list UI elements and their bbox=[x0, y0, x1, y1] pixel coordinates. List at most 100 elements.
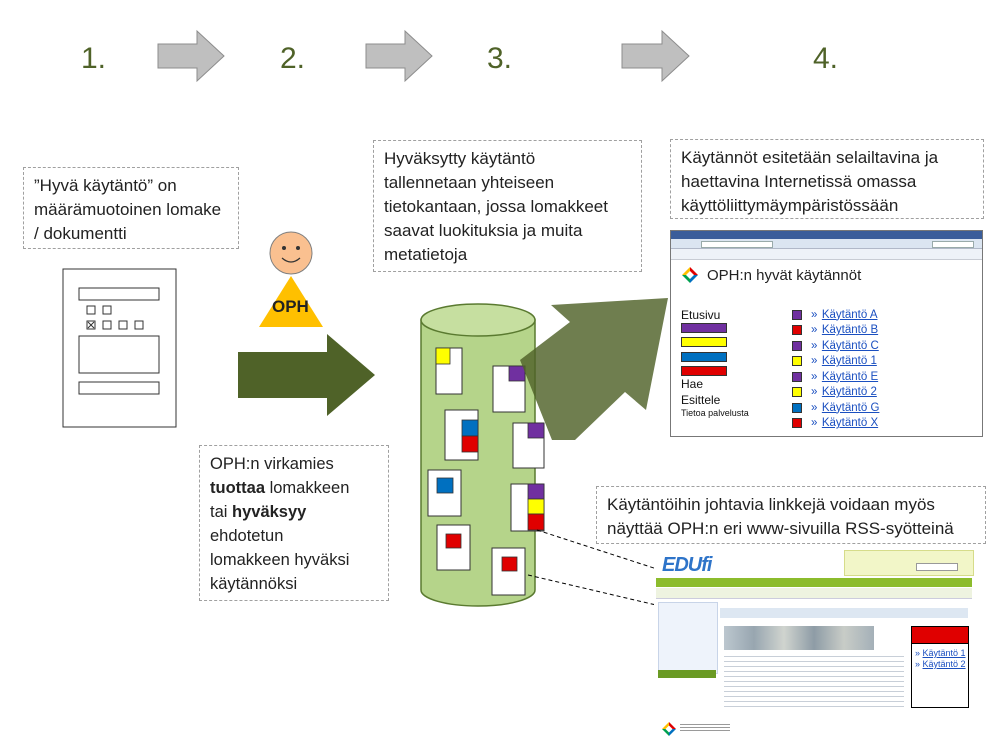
step-arrow-2 bbox=[365, 29, 433, 83]
practice-link-row[interactable]: » Käytäntö B bbox=[792, 323, 972, 339]
edu-nav-bar bbox=[656, 578, 972, 587]
callout-database: Hyväksytty käytäntö tallennetaan yhteise… bbox=[373, 140, 642, 272]
oph-person-label: OPH bbox=[272, 297, 309, 316]
officer-line-6: käytännöksi bbox=[210, 575, 298, 593]
callout-rss: Käytäntöihin johtavia linkkejä voidaan m… bbox=[596, 486, 986, 544]
menu-etusivu[interactable]: Etusivu bbox=[681, 308, 721, 322]
practice-link-row[interactable]: » Käytäntö C bbox=[792, 338, 972, 354]
officer-line-5: lomakkeen hyväksi bbox=[210, 551, 350, 569]
edu-content-lines bbox=[724, 656, 904, 711]
edu-sub-nav bbox=[656, 588, 972, 599]
step-arrow-3 bbox=[621, 29, 690, 83]
practice-link-row[interactable]: » Käytäntö G bbox=[792, 400, 972, 416]
officer-line-3: tai hyväksyy bbox=[210, 500, 378, 524]
officer-line-4: ehdotetun bbox=[210, 527, 284, 545]
practice-link-1[interactable]: Käytäntö 1 bbox=[821, 355, 877, 368]
edu-site: EDUfi » Käytäntö 1 » Käytäntö 2 bbox=[654, 546, 974, 738]
callout-database-text: Hyväksytty käytäntö tallennetaan yhteise… bbox=[384, 149, 608, 264]
link-arrow-icon: » bbox=[811, 417, 818, 430]
practice-link-b[interactable]: Käytäntö B bbox=[821, 324, 879, 337]
officer-word-approves: hyväksyy bbox=[232, 503, 307, 521]
rss-link-row[interactable]: » Käytäntö 2 bbox=[912, 659, 968, 670]
step-arrow-1 bbox=[157, 29, 225, 83]
practice-link-g[interactable]: Käytäntö G bbox=[821, 401, 880, 414]
rss-box: » Käytäntö 1 » Käytäntö 2 bbox=[911, 626, 969, 708]
practice-link-row[interactable]: » Käytäntö 1 bbox=[792, 354, 972, 370]
browser-toolbar bbox=[671, 249, 982, 260]
practice-link-list: » Käytäntö A » Käytäntö B » Käytäntö C »… bbox=[792, 307, 972, 431]
db-doc-1 bbox=[435, 347, 463, 395]
db-doc-4 bbox=[512, 422, 545, 469]
browser-titlebar bbox=[671, 231, 982, 239]
menu-bar-blue bbox=[681, 352, 727, 362]
menu-tietoa[interactable]: Tietoa palvelusta bbox=[681, 408, 749, 418]
practice-link-2[interactable]: Käytäntö 2 bbox=[821, 386, 877, 399]
rss-link-1[interactable]: Käytäntö 1 bbox=[922, 648, 966, 658]
link-arrow-icon: » bbox=[811, 355, 818, 368]
link-arrow-icon: » bbox=[811, 386, 818, 399]
oph-person-icon bbox=[259, 231, 323, 327]
edu-search-box[interactable] bbox=[916, 563, 958, 571]
link-color-marker bbox=[792, 325, 802, 336]
db-doc-5 bbox=[427, 469, 462, 517]
edu-content-header bbox=[720, 608, 968, 618]
rss-arrow-icon: » bbox=[915, 648, 921, 658]
site-logo-icon bbox=[682, 267, 698, 283]
menu-bar-yellow bbox=[681, 337, 727, 347]
link-color-marker bbox=[792, 402, 802, 413]
practice-link-e[interactable]: Käytäntö E bbox=[821, 370, 879, 383]
link-color-marker bbox=[792, 309, 802, 320]
practice-link-row[interactable]: » Käytäntö E bbox=[792, 369, 972, 385]
practice-link-row[interactable]: » Käytäntö 2 bbox=[792, 385, 972, 401]
edu-photo-strip bbox=[724, 626, 874, 650]
menu-bar-red bbox=[681, 366, 727, 376]
callout-officer: OPH:n virkamies tuottaa lomakkeen tai hy… bbox=[199, 445, 389, 601]
rss-link-row[interactable]: » Käytäntö 1 bbox=[912, 648, 968, 659]
link-arrow-icon: » bbox=[811, 370, 818, 383]
edu-sidebar-footer bbox=[658, 670, 716, 678]
callout-rss-text: Käytäntöihin johtavia linkkejä voidaan m… bbox=[607, 495, 954, 538]
practice-link-row[interactable]: » Käytäntö A bbox=[792, 307, 972, 323]
db-doc-3 bbox=[444, 409, 479, 461]
callout-browse-text: Käytännöt esitetään selailtavina ja haet… bbox=[681, 148, 939, 215]
step-1: 1. bbox=[81, 42, 107, 75]
menu-bar-purple bbox=[681, 323, 727, 333]
officer-word-form: lomakkeen bbox=[265, 479, 350, 497]
green-arrow-officer bbox=[238, 334, 375, 416]
edu-logo: EDUfi bbox=[662, 554, 712, 576]
rss-box-header bbox=[912, 627, 968, 644]
db-doc-7 bbox=[436, 524, 471, 571]
callout-form-text: ”Hyvä käytäntö” on määrämuotoinen lomake… bbox=[34, 176, 222, 243]
officer-word-or: tai bbox=[210, 503, 233, 521]
step-4: 4. bbox=[813, 42, 839, 75]
officer-line-2: tuottaa lomakkeen bbox=[210, 476, 378, 500]
rss-link-2[interactable]: Käytäntö 2 bbox=[922, 659, 966, 669]
step-3: 3. bbox=[487, 42, 513, 75]
site-window: OPH:n hyvät käytännöt Etusivu Hae Esitte… bbox=[670, 230, 983, 437]
practice-link-row[interactable]: » Käytäntö X bbox=[792, 416, 972, 432]
edu-sidebar bbox=[658, 602, 718, 674]
menu-hae[interactable]: Hae bbox=[681, 377, 704, 391]
practice-link-x[interactable]: Käytäntö X bbox=[821, 417, 879, 430]
menu-esittele[interactable]: Esittele bbox=[681, 393, 721, 407]
link-color-marker bbox=[792, 340, 802, 351]
link-color-marker bbox=[792, 371, 802, 382]
form-document-icon bbox=[62, 268, 177, 428]
link-arrow-icon: » bbox=[811, 308, 818, 321]
browser-addressbar bbox=[671, 239, 982, 249]
edu-bottom-org-text bbox=[680, 724, 730, 732]
link-color-marker bbox=[792, 418, 802, 429]
db-doc-6 bbox=[510, 483, 545, 532]
site-title: OPH:n hyvät käytännöt bbox=[707, 267, 862, 284]
callout-browse: Käytännöt esitetään selailtavina ja haet… bbox=[670, 139, 984, 219]
link-color-marker bbox=[792, 387, 802, 398]
link-arrow-icon: » bbox=[811, 324, 818, 337]
officer-word-produces: tuottaa bbox=[210, 479, 265, 497]
edu-bottom-logo-icon bbox=[662, 722, 676, 736]
callout-form: ”Hyvä käytäntö” on määrämuotoinen lomake… bbox=[23, 167, 239, 249]
link-color-marker bbox=[792, 356, 802, 367]
practice-link-a[interactable]: Käytäntö A bbox=[821, 308, 878, 321]
practice-link-c[interactable]: Käytäntö C bbox=[821, 339, 879, 352]
officer-line-1: OPH:n virkamies bbox=[210, 455, 334, 473]
